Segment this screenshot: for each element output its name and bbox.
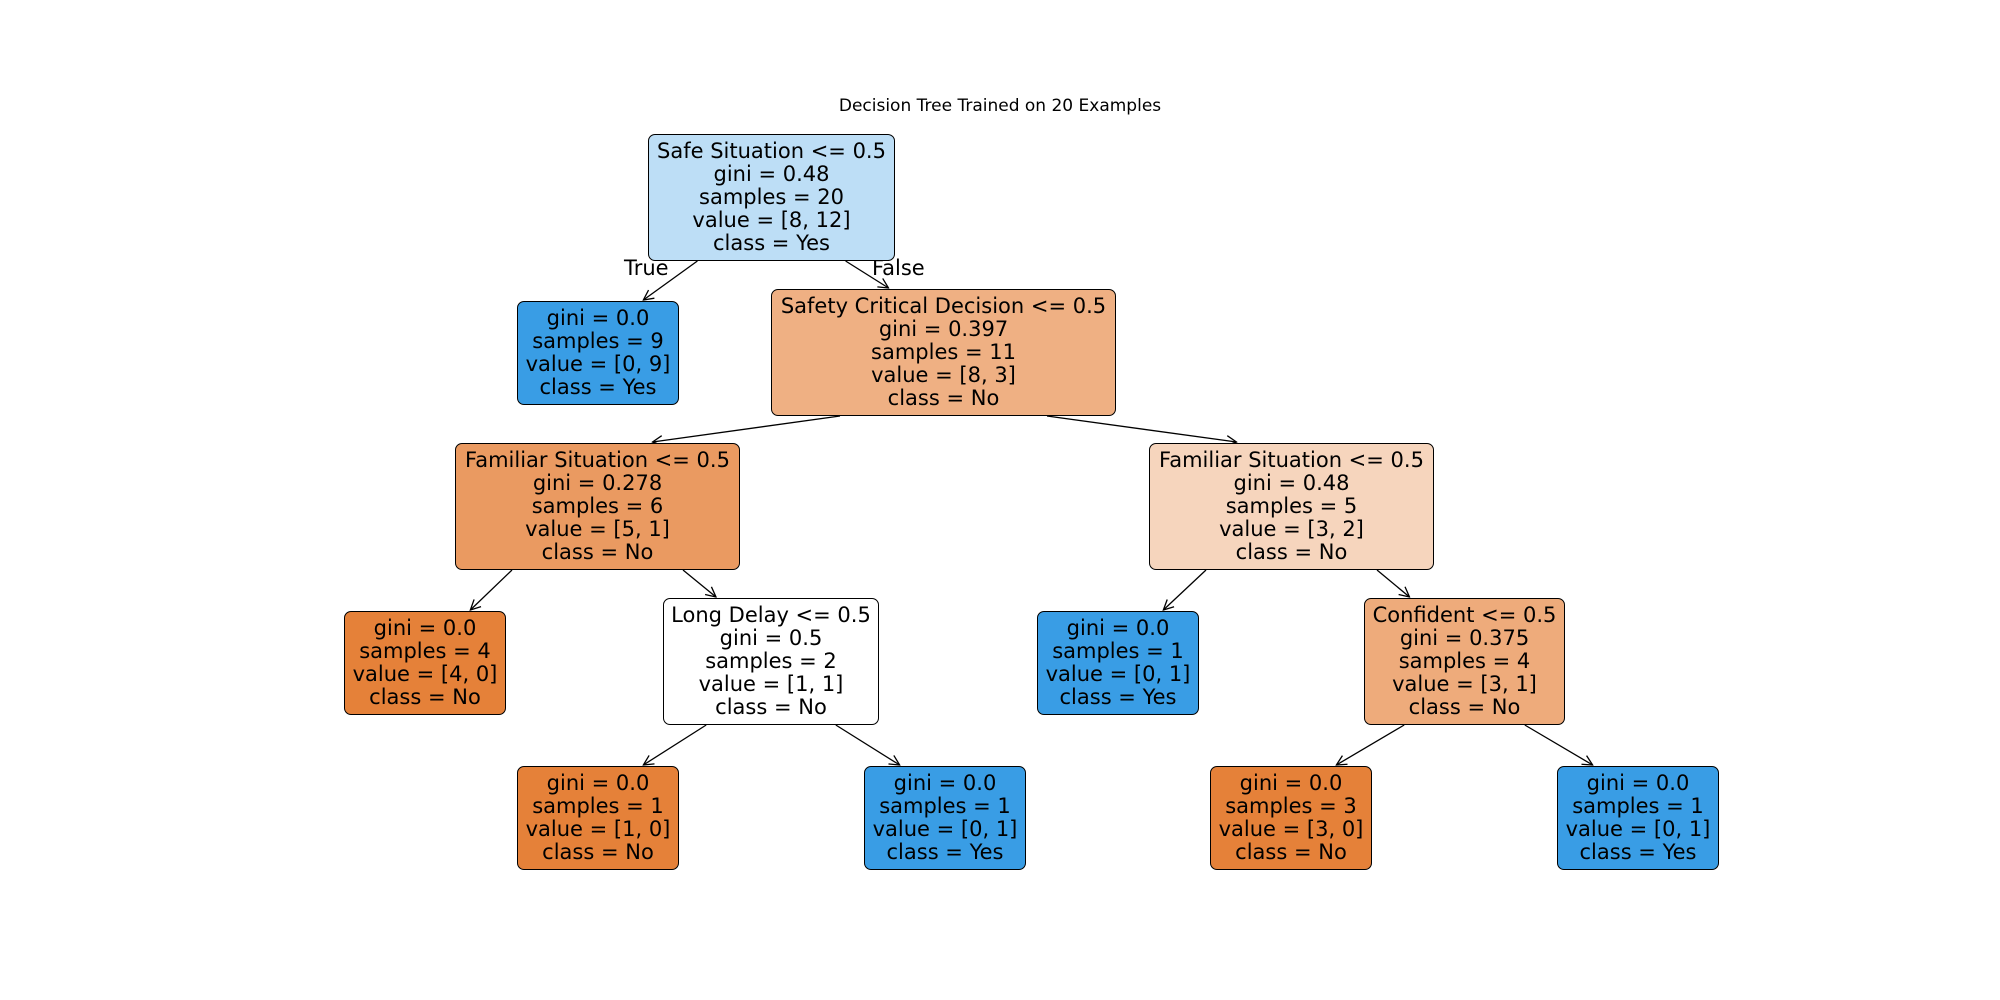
node-value-text: value = [3, 1] [1392,672,1537,696]
tree-edge [1376,569,1410,597]
tree-edge [470,569,513,610]
node-gini-text: gini = 0.0 [1239,771,1343,795]
node-value-text: value = [8, 12] [692,208,851,232]
node-gini-text: gini = 0.397 [878,317,1009,341]
node-value-text: value = [3, 2] [1219,517,1364,541]
node-samples-text: samples = 1 [1052,639,1184,663]
node-samples-text: samples = 4 [1398,649,1531,673]
node-gini-text: gini = 0.0 [373,616,477,640]
node-samples-text: samples = 20 [699,185,844,209]
node-class-text: class = No [887,386,1000,410]
node-samples-text: samples = 4 [359,639,491,663]
node-gini-text: gini = 0.0 [546,771,650,795]
node-gini-text: gini = 0.0 [546,306,650,330]
node-gini-text: gini = 0.278 [532,471,663,495]
node-class-text: class = Yes [1059,685,1177,709]
tree-edge [1524,724,1593,765]
node-split-text: Long Delay <= 0.5 [671,603,871,627]
node-value-text: value = [0, 1] [872,817,1018,841]
node-split-text: Familiar Situation <= 0.5 [1159,448,1424,472]
node-samples-text: samples = 11 [871,340,1016,364]
node-value-text: value = [1, 1] [698,672,844,696]
node-samples-text: samples = 3 [1225,794,1357,818]
node-samples-text: samples = 1 [1572,794,1704,818]
node-value-text: value = [0, 9] [525,352,671,376]
node-class-text: class = No [542,840,654,864]
node-gini-text: gini = 0.48 [713,162,830,186]
node-split-text: Safe Situation <= 0.5 [657,139,886,163]
node-value-text: value = [1, 0] [525,817,671,841]
node-gini-text: gini = 0.0 [1066,616,1170,640]
node-split-text: Confident <= 0.5 [1372,603,1557,627]
node-class-text: class = No [715,695,827,719]
node-samples-text: samples = 5 [1225,494,1358,518]
tree-edge [643,724,707,765]
tree-edge [1336,724,1405,765]
node-class-text: class = Yes [1579,840,1697,864]
node-class-text: class = No [1235,840,1347,864]
node-gini-text: gini = 0.375 [1399,626,1530,650]
node-samples-text: samples = 2 [705,649,837,673]
node-split-text: Safety Critical Decision <= 0.5 [780,294,1107,318]
node-gini-text: gini = 0.0 [1586,771,1690,795]
node-gini-text: gini = 0.0 [893,771,997,795]
node-class-text: class = No [369,685,481,709]
node-class-text: class = No [1235,540,1348,564]
node-split-text: Familiar Situation <= 0.5 [465,448,730,472]
node-gini-text: gini = 0.48 [1233,471,1350,495]
node-samples-text: samples = 1 [879,794,1011,818]
node-class-text: class = No [541,540,654,564]
node-samples-text: samples = 1 [532,794,664,818]
node-samples-text: samples = 9 [532,329,664,353]
node-value-text: value = [3, 0] [1218,817,1364,841]
tree-edge [1163,569,1207,610]
tree-edge [653,415,841,442]
tree-edge [845,260,889,288]
node-class-text: class = Yes [539,375,657,399]
node-class-text: class = Yes [713,231,830,255]
node-value-text: value = [8, 3] [871,363,1016,387]
node-value-text: value = [0, 1] [1045,662,1191,686]
node-value-text: value = [0, 1] [1565,817,1711,841]
node-value-text: value = [5, 1] [525,517,670,541]
node-samples-text: samples = 6 [531,494,664,518]
tree-edge [1046,415,1237,442]
tree-edge [682,569,716,597]
diagram-title: Decision Tree Trained on 20 Examples [838,96,1162,116]
node-value-text: value = [4, 0] [352,662,498,686]
node-class-text: class = Yes [886,840,1004,864]
tree-edge [835,724,900,765]
tree-edge [643,260,698,300]
node-class-text: class = No [1408,695,1521,719]
node-gini-text: gini = 0.5 [719,626,823,650]
